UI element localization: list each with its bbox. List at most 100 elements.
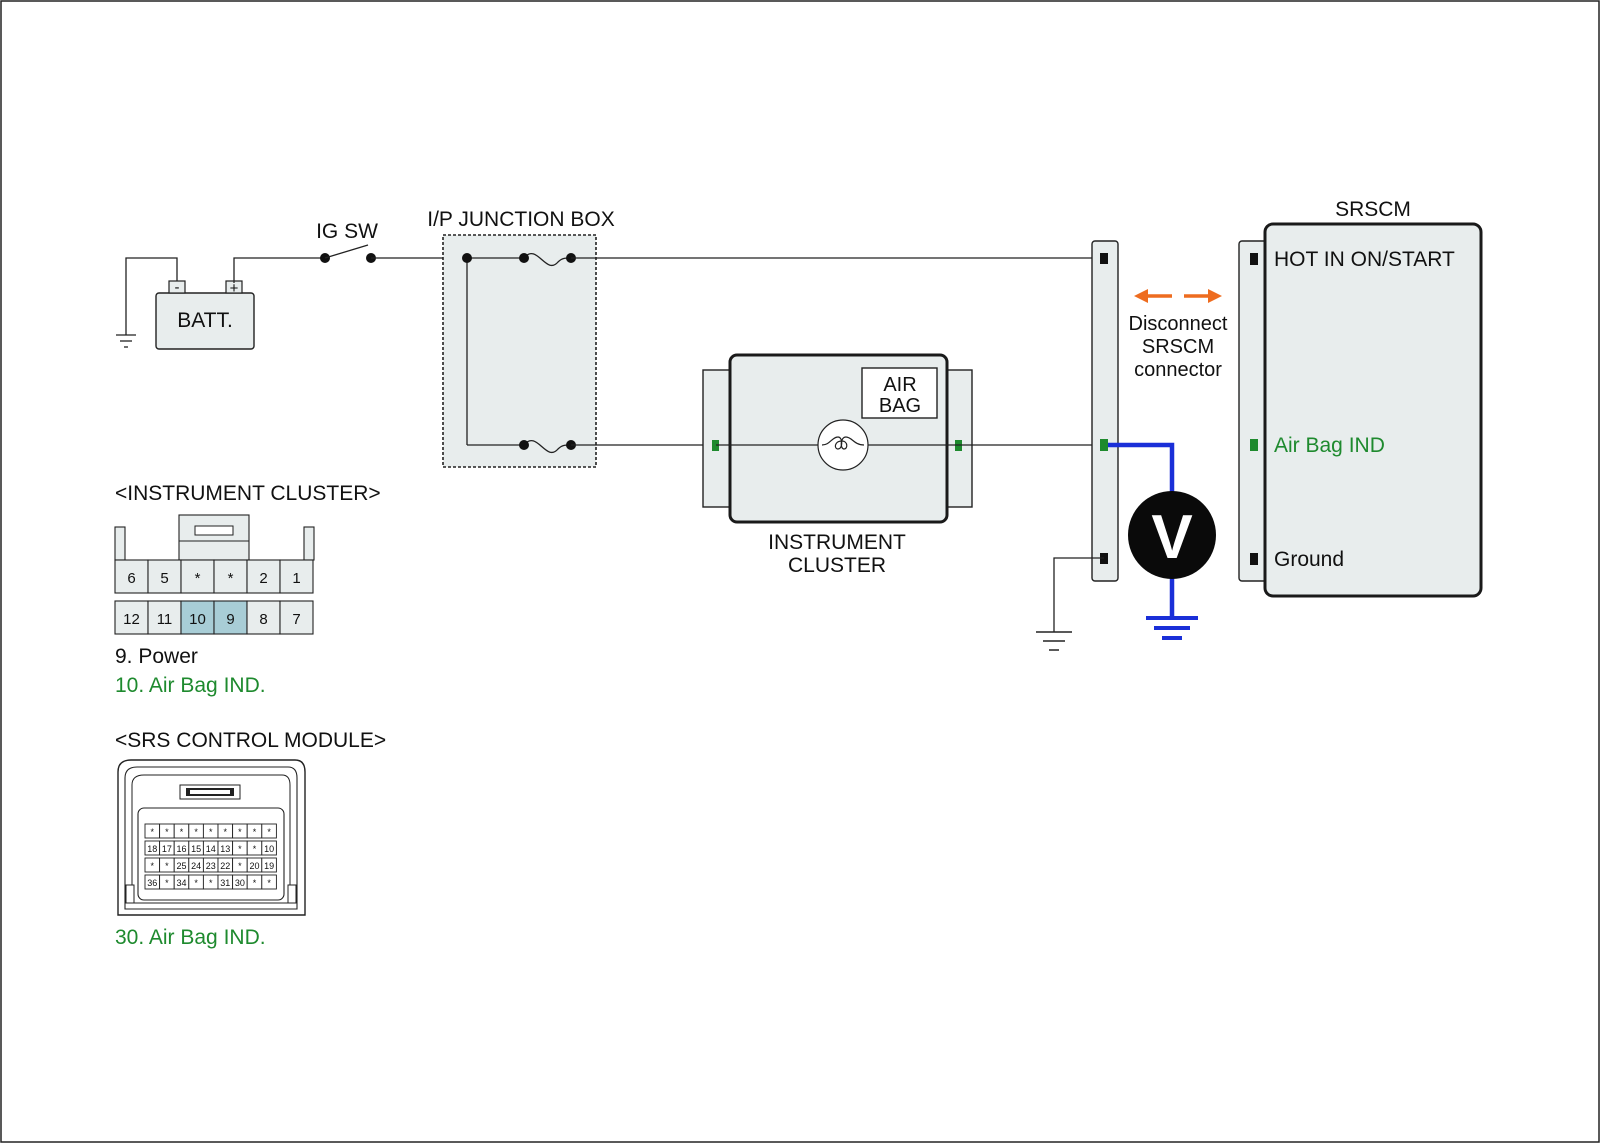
instrument-pin-cell bbox=[279, 559, 314, 594]
instrument-connector-view: <INSTRUMENT CLUSTER> 6 5 * * 2 1 12 11 10 9 8 7 9.… bbox=[114, 482, 381, 697]
instrument-pin-label: 6 bbox=[127, 570, 135, 587]
harness-pin-airbag bbox=[1100, 439, 1108, 451]
instrument-pin-label: 11 bbox=[157, 611, 173, 628]
srs-pin-label: * bbox=[253, 844, 257, 854]
voltmeter-ground-symbol bbox=[1146, 616, 1198, 640]
instrument-pin-label: 8 bbox=[259, 611, 267, 628]
srs-pin-label: 31 bbox=[220, 878, 230, 888]
srs-pin-cell bbox=[261, 874, 277, 890]
junction-box-label: I/P JUNCTION BOX bbox=[427, 208, 614, 231]
srs-pin-label: * bbox=[238, 844, 242, 854]
harness-connector bbox=[1036, 240, 1119, 651]
srs-pin-label: 34 bbox=[176, 878, 186, 888]
srs-pin-label: * bbox=[151, 861, 155, 871]
instrument-connector-row2: 12 11 10 9 8 7 bbox=[114, 600, 314, 635]
airbag-label-line2: BAG bbox=[879, 395, 921, 417]
voltmeter-label: V bbox=[1151, 503, 1192, 572]
instrument-pin-label: 12 bbox=[123, 611, 140, 628]
srs-pin-label: 10 bbox=[264, 844, 274, 854]
srs-pin-label: * bbox=[238, 861, 242, 871]
srs-pin-label: 36 bbox=[147, 878, 157, 888]
instrument-pin-label: 7 bbox=[292, 611, 300, 628]
instrument-legend-airbag: 10. Air Bag IND. bbox=[115, 674, 266, 697]
airbag-label-line1: AIR bbox=[883, 374, 916, 396]
srs-pin-label: 20 bbox=[249, 861, 259, 871]
instrument-connector-title: <INSTRUMENT CLUSTER> bbox=[115, 482, 381, 505]
instrument-cluster: AIR BAG INSTRUMENT CLUSTER bbox=[702, 353, 973, 577]
srscm-title: SRSCM bbox=[1335, 198, 1411, 221]
junction-box: I/P JUNCTION BOX bbox=[427, 208, 615, 468]
srs-connector-view: <SRS CONTROL MODULE> * * * * * * * * * 18 17 16 15 14… bbox=[115, 729, 386, 949]
srs-pin-label: * bbox=[165, 861, 169, 871]
srscm-pin-label-ground: Ground bbox=[1274, 548, 1344, 571]
srscm-pin-label-airbag: Air Bag IND bbox=[1274, 434, 1385, 457]
srs-pin-label: * bbox=[194, 878, 198, 888]
airbag-label-box bbox=[861, 367, 938, 419]
instrument-legend-power: 9. Power bbox=[115, 645, 198, 668]
srs-pin-label: * bbox=[194, 827, 198, 837]
srs-pin-label: * bbox=[224, 827, 228, 837]
srs-pin-label: 16 bbox=[176, 844, 186, 854]
srs-pin-label: 25 bbox=[176, 861, 186, 871]
srs-pin-label: 15 bbox=[191, 844, 201, 854]
instrument-pin-label: 5 bbox=[160, 570, 168, 587]
instrument-pin-cell bbox=[213, 559, 248, 594]
harness-pin-power bbox=[1100, 253, 1108, 264]
instrument-pin-cell bbox=[147, 600, 182, 635]
srs-pin-cell bbox=[261, 840, 277, 856]
cluster-input-pin bbox=[712, 440, 719, 451]
srs-pin-label: 18 bbox=[147, 844, 157, 854]
srs-pin-label: 14 bbox=[206, 844, 216, 854]
cluster-label-line1: INSTRUMENT bbox=[768, 531, 906, 554]
voltmeter-icon bbox=[1128, 491, 1216, 579]
disconnect-arrow-icon bbox=[1134, 289, 1222, 303]
srs-pin-label: * bbox=[180, 827, 184, 837]
srscm-pin-ground bbox=[1250, 553, 1258, 565]
disconnect-note-line1: Disconnect bbox=[1129, 313, 1228, 335]
srscm-pin-power bbox=[1250, 253, 1258, 265]
instrument-pin-label: * bbox=[195, 570, 201, 587]
disconnect-note-line2: SRSCM bbox=[1142, 336, 1214, 358]
srs-pin-label: * bbox=[253, 827, 257, 837]
srs-pin-label: 17 bbox=[162, 844, 172, 854]
disconnect-note-line3: connector bbox=[1134, 359, 1222, 381]
instrument-pin-cell bbox=[180, 559, 215, 594]
srs-pin-label: * bbox=[238, 827, 242, 837]
srs-pin-label: * bbox=[209, 878, 213, 888]
cluster-label-line2: CLUSTER bbox=[788, 554, 886, 577]
instrument-pin-cell bbox=[246, 559, 281, 594]
battery-positive-sign: + bbox=[230, 280, 239, 297]
instrument-pin-label: 1 bbox=[292, 570, 300, 587]
battery-negative-terminal bbox=[168, 280, 186, 294]
battery-ground-symbol bbox=[116, 334, 136, 348]
harness-ground-symbol bbox=[1036, 631, 1072, 651]
srs-pin-label: 30 bbox=[235, 878, 245, 888]
srs-pin-cell bbox=[261, 857, 277, 873]
srs-pin-cell bbox=[261, 823, 277, 839]
instrument-pin-label: 9 bbox=[226, 611, 234, 628]
airbag-warning-lamp-icon bbox=[817, 419, 869, 471]
srscm-module: SRSCM HOT IN ON/START Air Bag IND Ground bbox=[1238, 198, 1483, 598]
instrument-pin-cell bbox=[114, 600, 149, 635]
battery-negative-sign: - bbox=[175, 279, 180, 296]
instrument-pin-label: 10 bbox=[189, 611, 206, 628]
battery: - + BATT. bbox=[116, 257, 255, 350]
srs-connector-title: <SRS CONTROL MODULE> bbox=[115, 729, 386, 752]
disconnect-note: Disconnect SRSCM connector bbox=[1129, 289, 1228, 381]
srs-pin-label: * bbox=[253, 878, 257, 888]
instrument-pin-label: * bbox=[228, 570, 234, 587]
srs-pin-label: 24 bbox=[191, 861, 201, 871]
srs-legend-airbag: 30. Air Bag IND. bbox=[115, 926, 266, 949]
battery-label: BATT. bbox=[177, 309, 233, 332]
srs-pin-label: * bbox=[165, 827, 169, 837]
srs-pin-label: 13 bbox=[220, 844, 230, 854]
ignition-switch-label: IG SW bbox=[316, 220, 378, 243]
instrument-pin-label: 2 bbox=[259, 570, 267, 587]
instrument-pin-cell bbox=[180, 600, 215, 635]
srs-pin-label: * bbox=[267, 827, 271, 837]
srs-pin-label: 23 bbox=[206, 861, 216, 871]
ignition-switch: IG SW bbox=[316, 220, 378, 263]
srs-pin-label: * bbox=[209, 827, 213, 837]
